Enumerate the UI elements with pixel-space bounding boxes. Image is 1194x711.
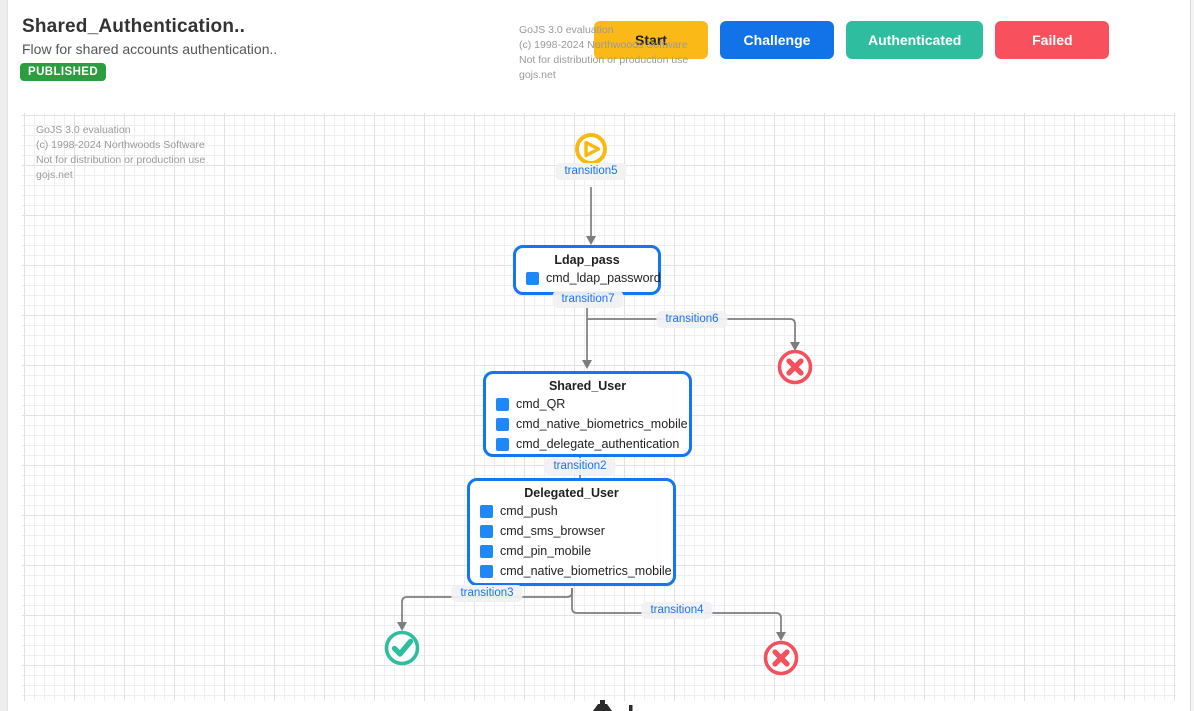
challenge-button[interactable]: Challenge <box>720 21 834 59</box>
command-square-icon <box>496 437 509 451</box>
command-label: cmd_delegate_authentication <box>516 437 680 451</box>
node-title: Ldap_pass <box>554 253 620 267</box>
edge-label-transition7[interactable]: transition7 <box>552 291 624 308</box>
page-left-edge <box>0 0 8 711</box>
node-shared-user[interactable]: Shared_User cmd_QR cmd_native_biometrics… <box>483 371 692 457</box>
node-command-item[interactable]: cmd_push <box>470 501 673 521</box>
start-play-icon[interactable] <box>575 133 607 165</box>
node-title: Shared_User <box>548 379 627 393</box>
command-square-icon <box>480 504 493 518</box>
command-label: cmd_ldap_password <box>546 271 661 285</box>
command-square-icon <box>496 397 509 411</box>
failed-button[interactable]: Failed <box>995 21 1110 59</box>
page-title: Shared_Authentication.. <box>22 16 246 37</box>
header: Shared_Authentication.. Flow for shared … <box>8 0 1190 113</box>
edge-label-transition2[interactable]: transition2 <box>544 458 616 475</box>
node-command-item[interactable]: cmd_native_biometrics_mobile <box>470 561 673 581</box>
edge-label-transition6[interactable]: transition6 <box>656 311 728 328</box>
edge-label-transition5[interactable]: transition5 <box>555 163 627 180</box>
legend-button-row: Start Challenge Authenticated Failed <box>594 21 1110 59</box>
page-right-edge <box>1190 0 1194 711</box>
node-command-item[interactable]: cmd_native_biometrics_mobile <box>486 414 689 434</box>
node-command-item[interactable]: cmd_sms_browser <box>470 521 673 541</box>
edge-label-transition4[interactable]: transition4 <box>641 602 713 619</box>
cutoff-bottom-icons <box>593 700 633 711</box>
start-button[interactable]: Start <box>594 21 708 59</box>
node-command-item[interactable]: cmd_pin_mobile <box>470 541 673 561</box>
command-label: cmd_push <box>500 504 558 518</box>
node-command-item[interactable]: cmd_delegate_authentication <box>486 434 689 454</box>
command-label: cmd_native_biometrics_mobile <box>516 417 688 431</box>
node-title: Delegated_User <box>524 486 619 500</box>
command-square-icon <box>526 271 539 285</box>
command-label: cmd_sms_browser <box>500 524 605 538</box>
authenticated-button[interactable]: Authenticated <box>846 21 984 59</box>
authenticated-check-icon[interactable] <box>384 630 420 666</box>
failed-x-icon-bottom[interactable] <box>763 640 799 676</box>
page-subtitle: Flow for shared accounts authentication.… <box>22 41 278 57</box>
command-square-icon <box>480 564 493 578</box>
node-ldap-pass[interactable]: Ldap_pass cmd_ldap_password <box>513 245 661 295</box>
command-square-icon <box>480 544 493 558</box>
command-label: cmd_QR <box>516 397 566 411</box>
node-command-item[interactable]: cmd_QR <box>486 394 689 414</box>
failed-x-icon-top[interactable] <box>777 349 813 385</box>
command-label: cmd_native_biometrics_mobile <box>500 564 672 578</box>
command-square-icon <box>496 417 509 431</box>
node-command-item[interactable]: cmd_ldap_password <box>516 268 661 288</box>
command-square-icon <box>480 524 493 538</box>
command-label: cmd_pin_mobile <box>500 544 592 558</box>
status-badge: PUBLISHED <box>20 63 107 81</box>
node-delegated-user[interactable]: Delegated_User cmd_push cmd_sms_browser … <box>467 478 676 586</box>
edge-label-transition3[interactable]: transition3 <box>451 585 523 602</box>
